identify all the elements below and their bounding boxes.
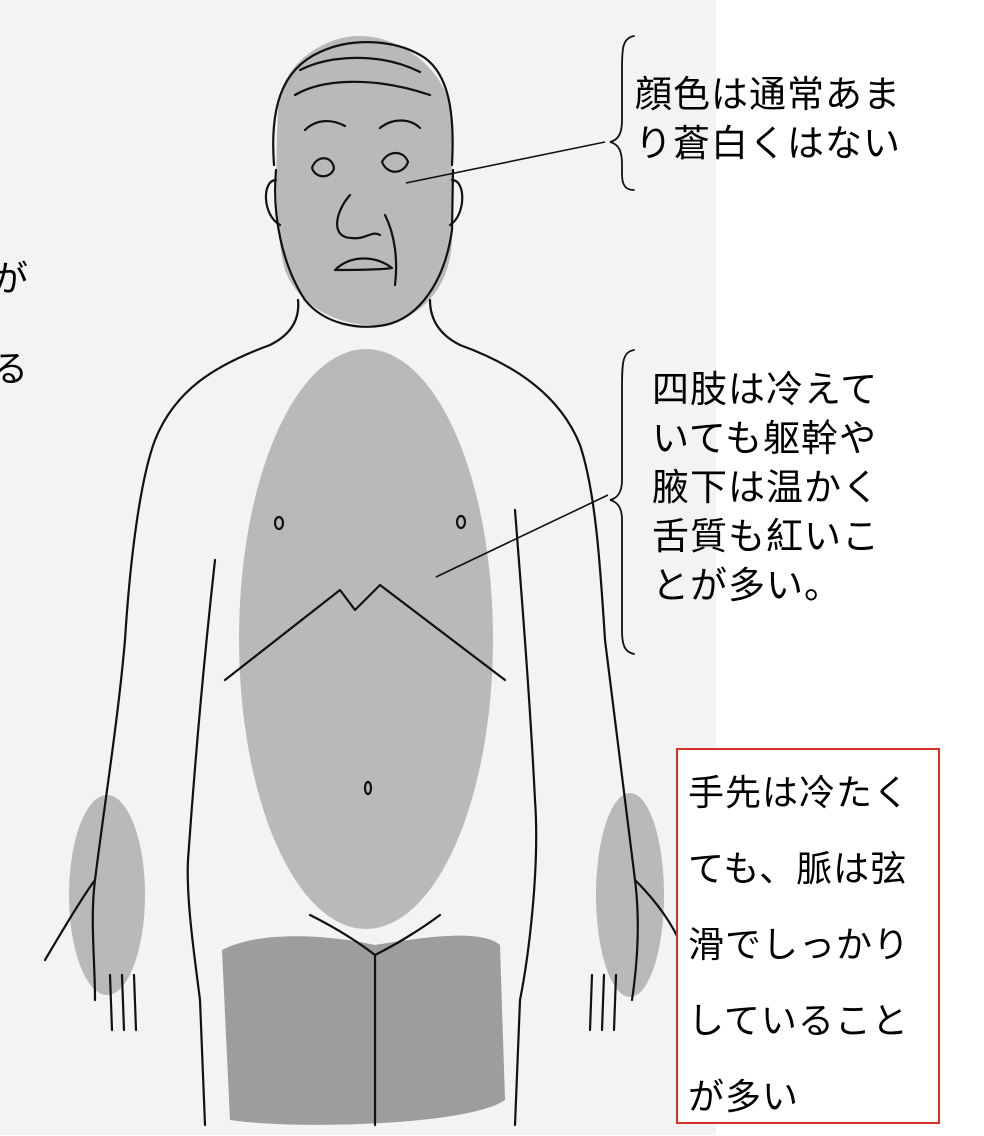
face-annotation: 顔色は通常あま り蒼白くはない	[635, 73, 901, 165]
trunk-leader-line	[435, 494, 609, 578]
trunk-shading	[239, 349, 493, 929]
hands-annotation-box: 手先は冷たく ても、脈は弦 滑でしっかり していること が多い	[676, 748, 940, 1124]
right-hand-shading	[596, 793, 664, 997]
face-leader-line	[405, 141, 606, 184]
trunk-brace	[609, 349, 635, 655]
shaded-regions	[69, 35, 664, 1125]
cut-off-left-text-2: る	[0, 349, 29, 390]
face-brace	[609, 35, 635, 191]
braces	[609, 35, 635, 655]
leader-lines	[405, 141, 609, 578]
left-hand-shading	[69, 795, 145, 995]
trunk-annotation: 四肢は冷えて いても躯幹や 腋下は温かく 舌質も紅いこ とが多い。	[652, 368, 880, 607]
cut-off-left-text-1: が	[0, 259, 29, 300]
body-outline	[43, 41, 687, 1127]
hip-shading	[222, 935, 505, 1125]
face-shading	[276, 35, 452, 326]
